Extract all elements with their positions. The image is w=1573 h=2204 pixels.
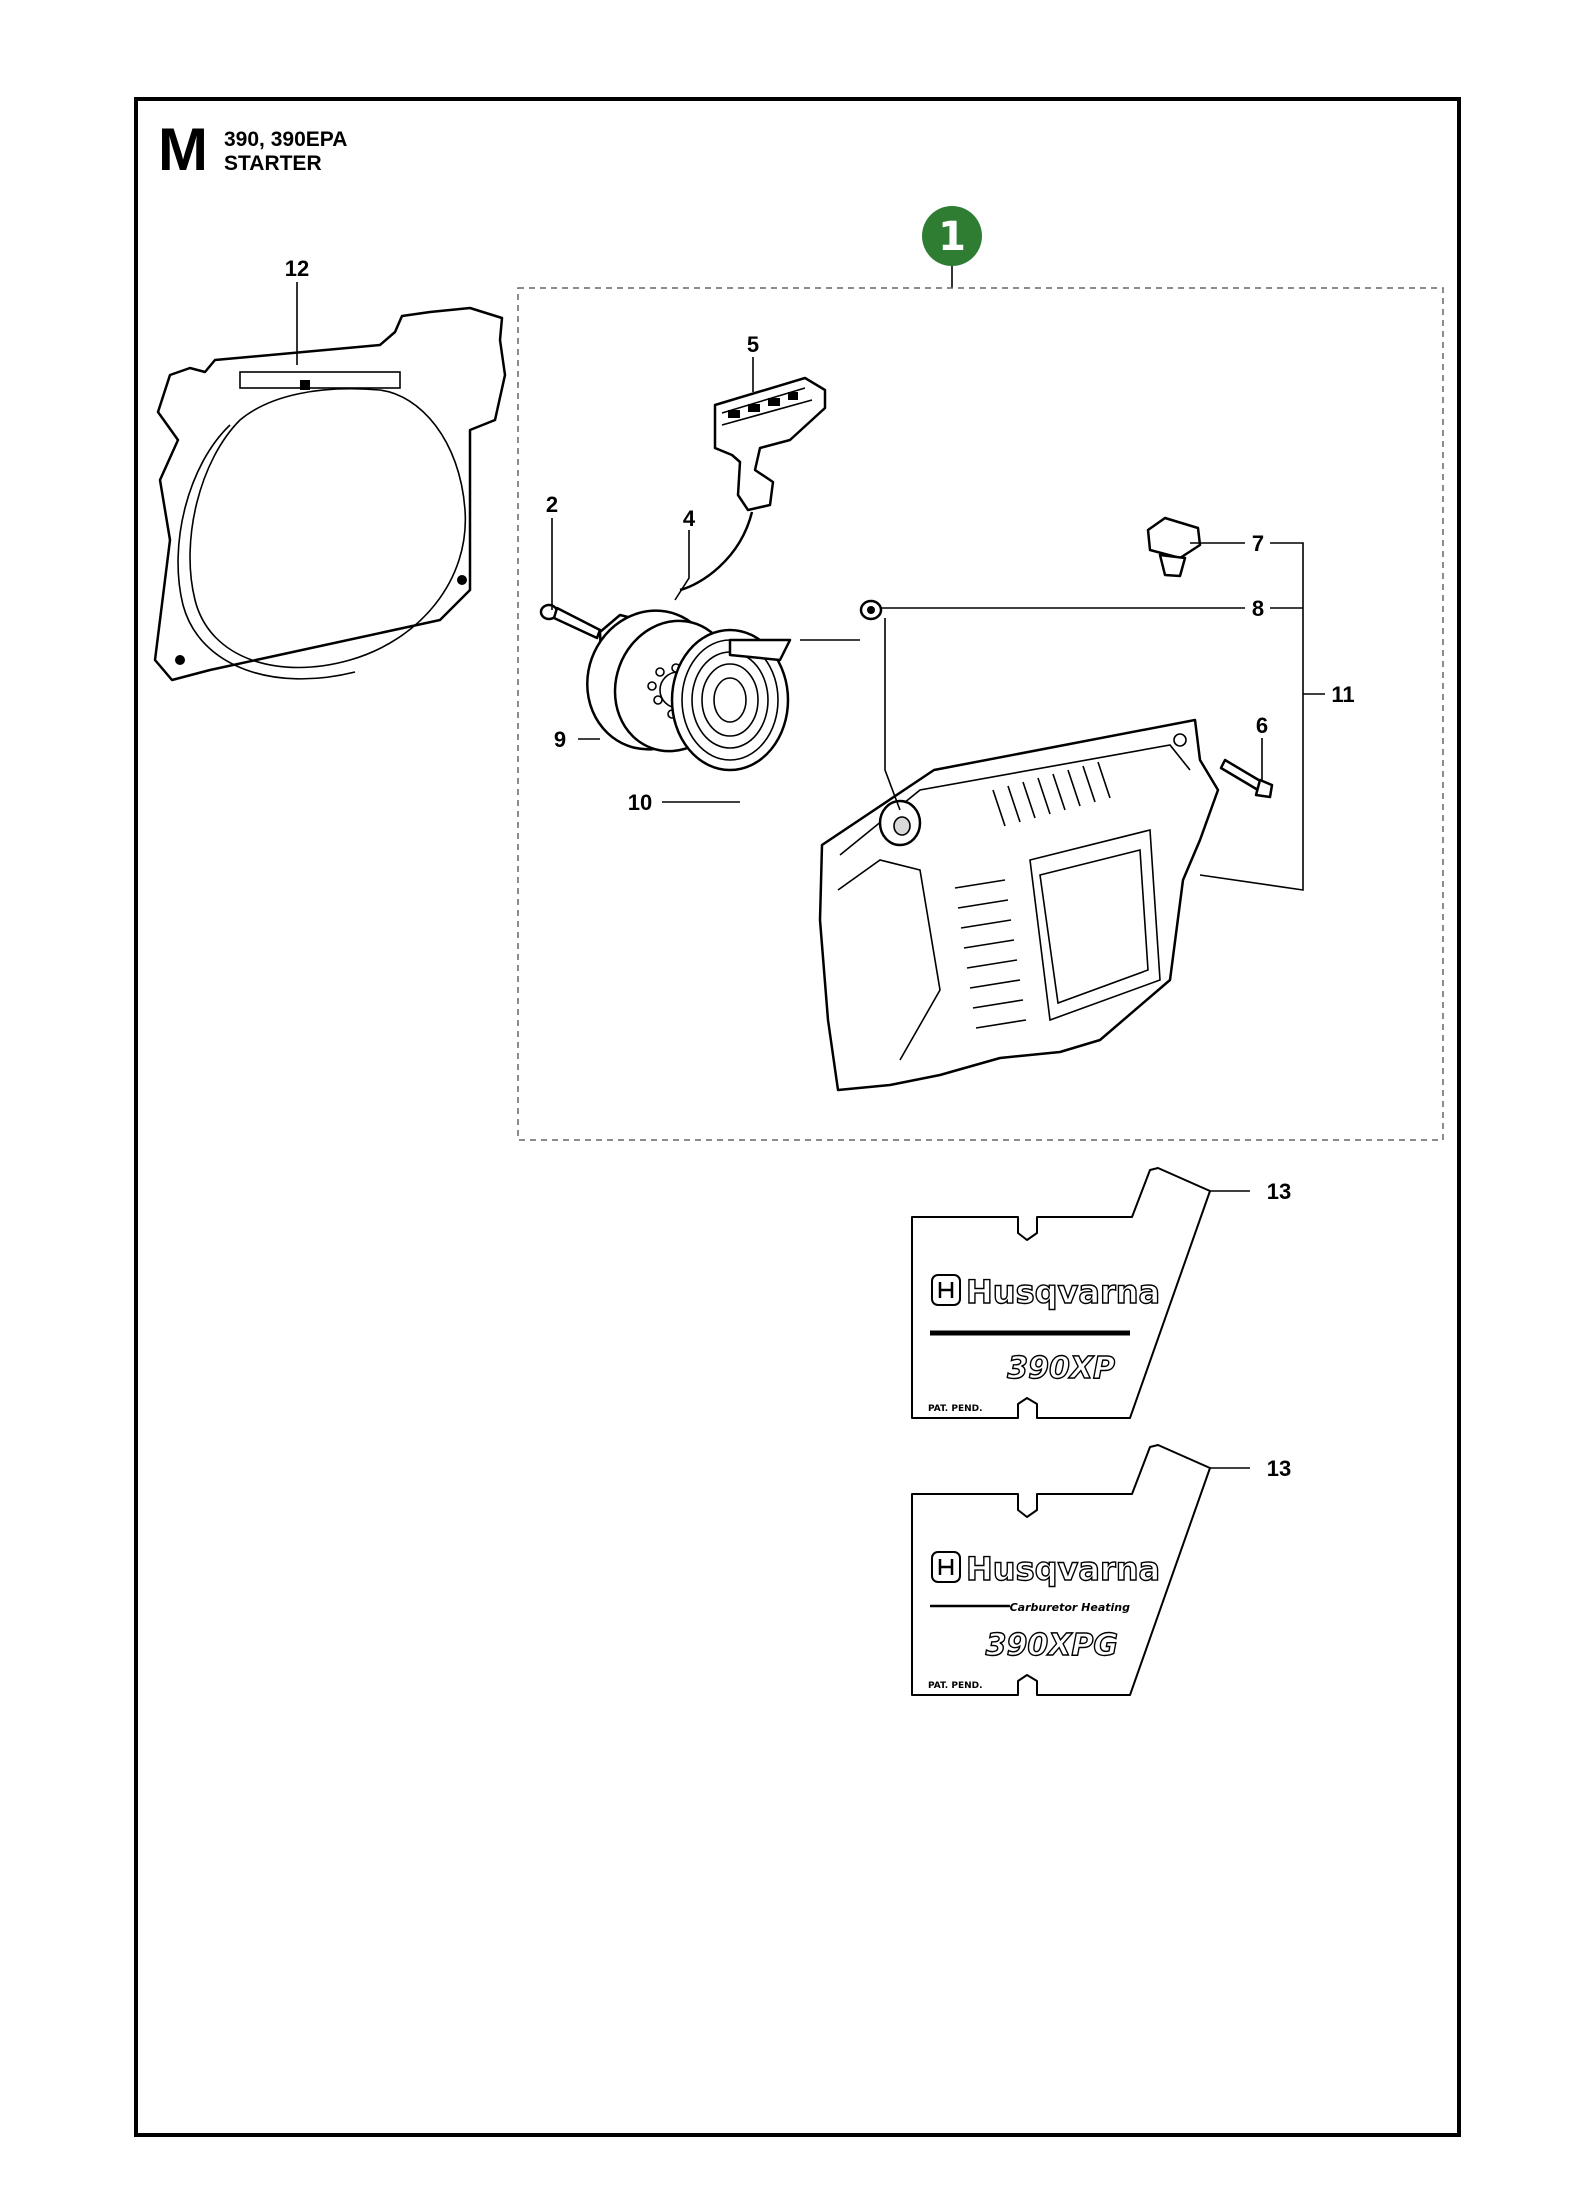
callout-6: 6 [1256, 713, 1268, 738]
callout-10: 10 [628, 790, 652, 815]
callout-5: 5 [747, 332, 759, 357]
husqvarna-logo-icon [931, 1551, 961, 1583]
section-title: STARTER [224, 152, 322, 175]
part-6-screw [1219, 758, 1274, 799]
callout-12: 12 [285, 256, 309, 281]
part-12-fan-housing [153, 306, 507, 682]
decal-390xpg: Husqvarna Carburetor Heating 390XPG PAT.… [911, 1444, 1211, 1696]
part-7-bushing [1146, 516, 1202, 578]
leader-lines [296, 282, 1325, 1469]
callout-13-b: 13 [1267, 1456, 1291, 1481]
part-5-starter-handle [713, 376, 827, 512]
decal-patent-note: PAT. PEND. [928, 1681, 983, 1691]
decal-390xp: Husqvarna 390XP PAT. PEND. [911, 1167, 1211, 1419]
decal-patent-note: PAT. PEND. [928, 1404, 983, 1414]
decal-subtitle: Carburetor Heating [1010, 1601, 1131, 1614]
leader-8-drop [884, 618, 901, 811]
husqvarna-logo-icon [931, 1274, 961, 1306]
kit-badge-number: 1 [938, 214, 966, 260]
decal-model: 390XPG [986, 1628, 1118, 1663]
kit-badge: 1 [922, 206, 982, 288]
callout-13-a: 13 [1267, 1179, 1291, 1204]
kit-badge-circle [922, 206, 982, 266]
part-8-washer [859, 599, 883, 621]
part-11-starter-cover [818, 718, 1220, 1092]
callout-9: 9 [554, 727, 566, 752]
part-2-bolt [539, 603, 602, 640]
starter-rope [679, 511, 754, 592]
callout-4: 4 [683, 506, 696, 531]
decal-brand: Husqvarna [966, 1273, 1160, 1311]
callout-2: 2 [546, 492, 558, 517]
callout-11: 11 [1331, 682, 1354, 707]
part-10-recoil-spring [670, 628, 860, 772]
leader-4 [674, 530, 690, 601]
model-list: 390, 390EPA [224, 128, 348, 151]
decal-model: 390XP [1007, 1351, 1115, 1386]
callout-8: 8 [1252, 596, 1264, 621]
section-letter: M [158, 116, 208, 183]
leader-11-bracket [1199, 542, 1304, 891]
callout-7: 7 [1252, 531, 1264, 556]
decal-brand: Husqvarna [966, 1550, 1160, 1588]
page-frame [134, 97, 1461, 2137]
kit-boundary [517, 287, 1444, 1141]
callout-numbers: 12 5 2 4 7 8 11 6 9 10 13 13 [285, 256, 1355, 1481]
